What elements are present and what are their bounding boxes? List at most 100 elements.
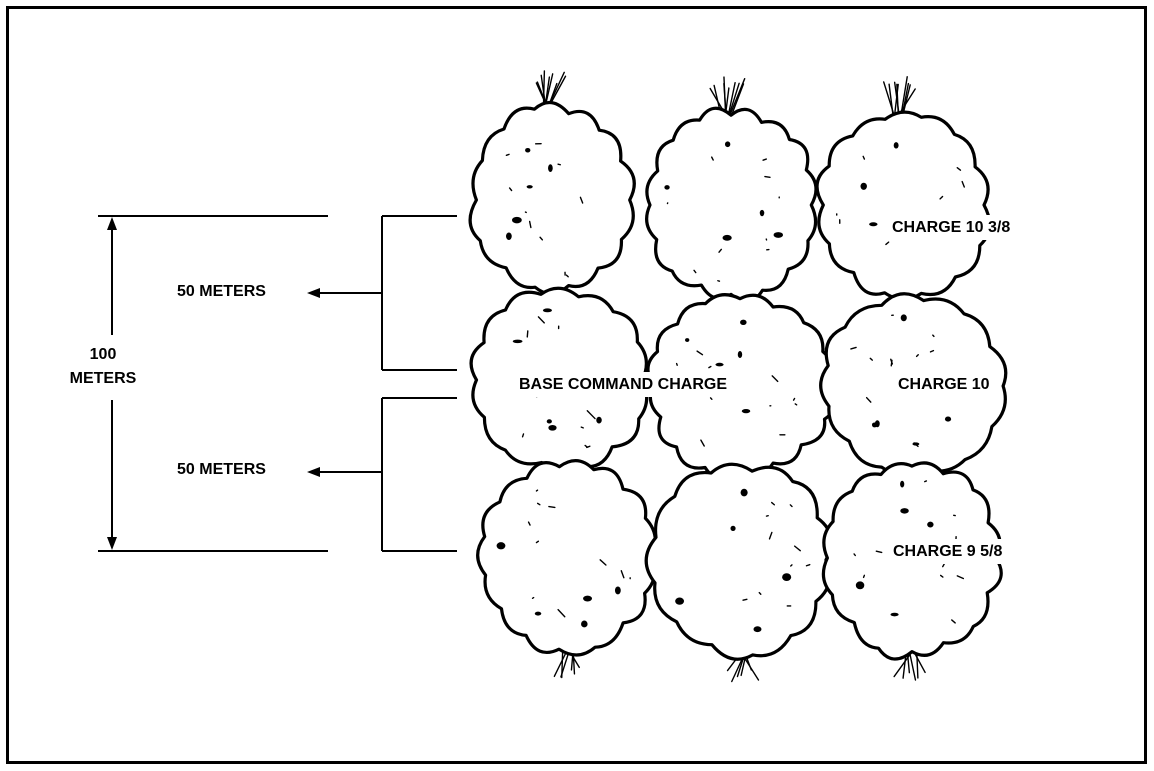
shading-stroke [939,574,944,578]
shading-stroke [771,501,776,506]
arrowhead-up [107,217,117,230]
ink-blot [753,626,762,633]
cloud-outline [815,110,992,301]
ink-blot [525,147,531,153]
shading-stroke [584,444,588,448]
shading-stroke [693,269,697,274]
shading-stroke [557,163,562,166]
total-distance-label-line-2: METERS [70,370,137,387]
shading-stroke [865,396,872,403]
shading-stroke [580,426,584,429]
shading-stroke [805,563,811,567]
shading-stroke [850,346,857,350]
ink-blot [724,141,731,148]
charge-bottom-label: CHARGE 9 5/8 [893,543,1002,560]
shading-stroke [915,354,919,358]
ink-blot [893,142,899,149]
shading-stroke [528,220,532,229]
ink-blot [773,232,784,238]
ink-blot [506,232,512,240]
ink-blot [512,339,523,344]
ink-blot [869,222,878,227]
ink-blot [664,185,670,190]
cloud-outline [644,462,833,661]
dimension-lines [98,215,457,552]
shading-stroke [579,196,584,204]
shading-stroke [951,619,956,624]
ink-blot [927,521,934,528]
lower-segment-label: 50 METERS [177,461,266,478]
ink-blot [496,542,506,550]
ink-blot [737,351,743,359]
ink-blot [583,595,593,602]
shading-stroke [557,608,566,618]
ink-blot [730,525,736,532]
shading-stroke [548,505,556,509]
shading-stroke [531,596,535,599]
shading-stroke [890,358,894,365]
airburst-cloud-r3-c3 [821,461,1003,681]
ink-blot [782,573,792,581]
base-charge-label: BASE COMMAND CHARGE [519,376,727,393]
ink-blot [548,164,553,172]
ink-blot [944,416,952,422]
shading-stroke [862,155,866,160]
shading-stroke [521,433,525,438]
ink-blot [685,338,690,342]
ink-blot [759,209,765,217]
ink-blot [715,362,724,367]
upper-segment-label: 50 METERS [177,283,266,300]
cloud-outline [645,106,818,304]
shading-stroke [793,545,801,552]
shading-stroke [527,521,531,526]
shading-stroke [939,195,944,200]
shading-stroke [794,403,798,406]
label-backdrop [513,372,734,397]
shading-stroke [586,410,596,420]
ink-blot [596,416,602,424]
shading-stroke [535,540,540,544]
shading-stroke [792,397,796,401]
airburst-cloud-r3-c2 [644,462,833,683]
shading-stroke [535,489,539,492]
shading-stroke [961,180,965,188]
charge-middle-label: CHARGE 10 [898,376,990,393]
ink-blot [890,612,899,617]
ink-blot [900,480,905,488]
total-distance-label-line-1: 100 [90,346,117,363]
ink-blot [900,314,907,322]
shading-stroke [536,502,541,506]
ink-blot [740,319,747,326]
shading-stroke [762,158,768,161]
shading-stroke [956,575,965,580]
ink-blot [546,419,552,424]
shading-stroke [505,153,510,157]
ink-blot [871,422,878,428]
shading-stroke [875,550,883,554]
label-backdrop [892,372,996,397]
shading-stroke [956,167,962,171]
shading-stroke [599,559,607,566]
ink-blot [741,409,751,414]
shading-stroke [771,375,779,383]
ink-blot [548,424,557,431]
airburst-pattern [468,70,1017,683]
cloud-outline [476,459,657,657]
label-backdrop [887,539,1009,564]
ink-blot [855,581,865,590]
ink-blot [860,182,867,190]
lower-pointer-arrowhead [307,467,320,477]
shading-stroke [869,357,873,361]
ink-blot [534,611,542,616]
shading-stroke [862,574,866,579]
shading-stroke [764,175,771,178]
ink-blot [614,586,621,595]
shading-stroke [711,156,714,161]
airburst-cloud-r1-c2 [645,76,818,304]
shading-stroke [700,439,705,447]
shading-stroke [696,350,704,356]
shading-stroke [675,362,678,366]
shading-stroke [718,248,723,253]
shading-stroke [742,598,748,601]
